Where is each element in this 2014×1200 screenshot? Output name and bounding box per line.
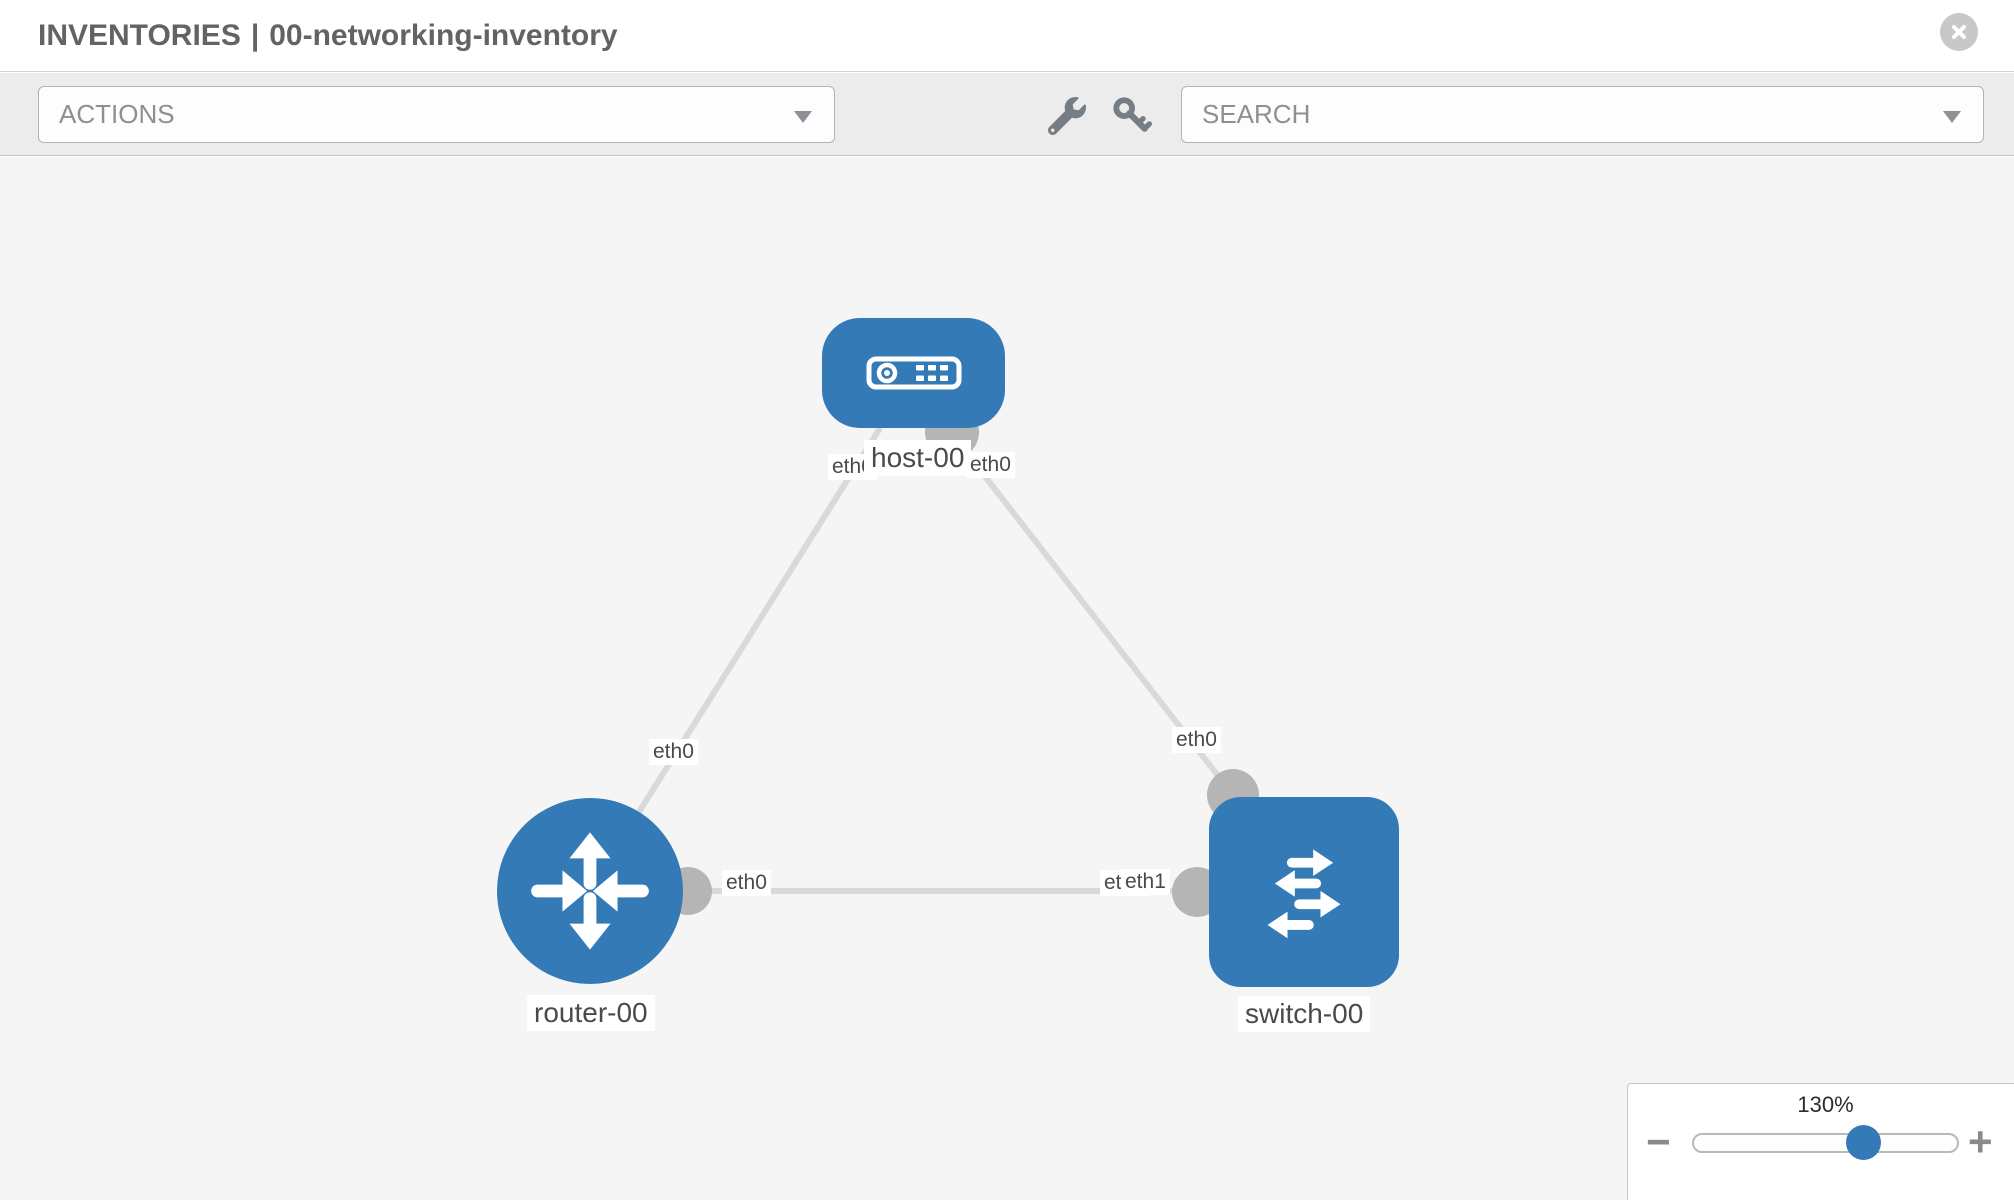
zoom-slider-track[interactable]	[1692, 1133, 1959, 1153]
node-label-switch: switch-00	[1238, 996, 1371, 1032]
zoom-out-button[interactable]: −	[1646, 1118, 1671, 1165]
node-label-router: router-00	[527, 995, 655, 1031]
wrench-icon	[1047, 97, 1086, 136]
page-title-item: 00-networking-inventory	[269, 19, 618, 52]
search-dropdown[interactable]	[1181, 86, 1984, 143]
search-input[interactable]	[1182, 87, 1983, 142]
zoom-level-value: 130%	[1797, 1092, 1854, 1117]
router-icon	[531, 832, 649, 950]
interface-label: eth0	[649, 739, 698, 765]
close-icon	[1952, 25, 1966, 39]
interface-label: eth0	[722, 870, 771, 896]
header: INVENTORIES | 00-networking-inventory	[0, 0, 2014, 72]
switch-icon	[1267, 849, 1341, 939]
page-title: INVENTORIES | 00-networking-inventory	[38, 0, 618, 72]
node-host-00[interactable]	[822, 318, 1005, 428]
page-title-section: INVENTORIES	[38, 19, 241, 52]
topology-canvas[interactable]: eth0 host-00 eth0 eth0 eth0 eth0 eth0 et…	[0, 157, 2014, 1200]
edges-layer	[636, 405, 1259, 917]
interface-label: eth0	[1172, 727, 1221, 753]
interface-label: eth1	[1121, 869, 1170, 895]
actions-dropdown[interactable]	[38, 86, 835, 143]
interface-label: eth0	[966, 452, 1015, 478]
zoom-slider-thumb[interactable]	[1846, 1125, 1881, 1160]
zoom-control-panel: 130% − +	[1627, 1083, 2014, 1200]
actions-input[interactable]	[39, 87, 834, 142]
page-title-separator: |	[250, 19, 260, 52]
toolbar	[0, 73, 2014, 156]
key-icon	[1113, 97, 1152, 132]
configure-button[interactable]	[1047, 97, 1086, 140]
credentials-button[interactable]	[1110, 95, 1152, 142]
close-button[interactable]	[1940, 13, 1978, 51]
zoom-in-button[interactable]: +	[1968, 1118, 1993, 1165]
node-switch-00[interactable]	[1209, 797, 1399, 987]
node-label-host: host-00	[864, 440, 972, 476]
host-icon	[866, 356, 961, 390]
node-router-00[interactable]	[497, 798, 683, 984]
